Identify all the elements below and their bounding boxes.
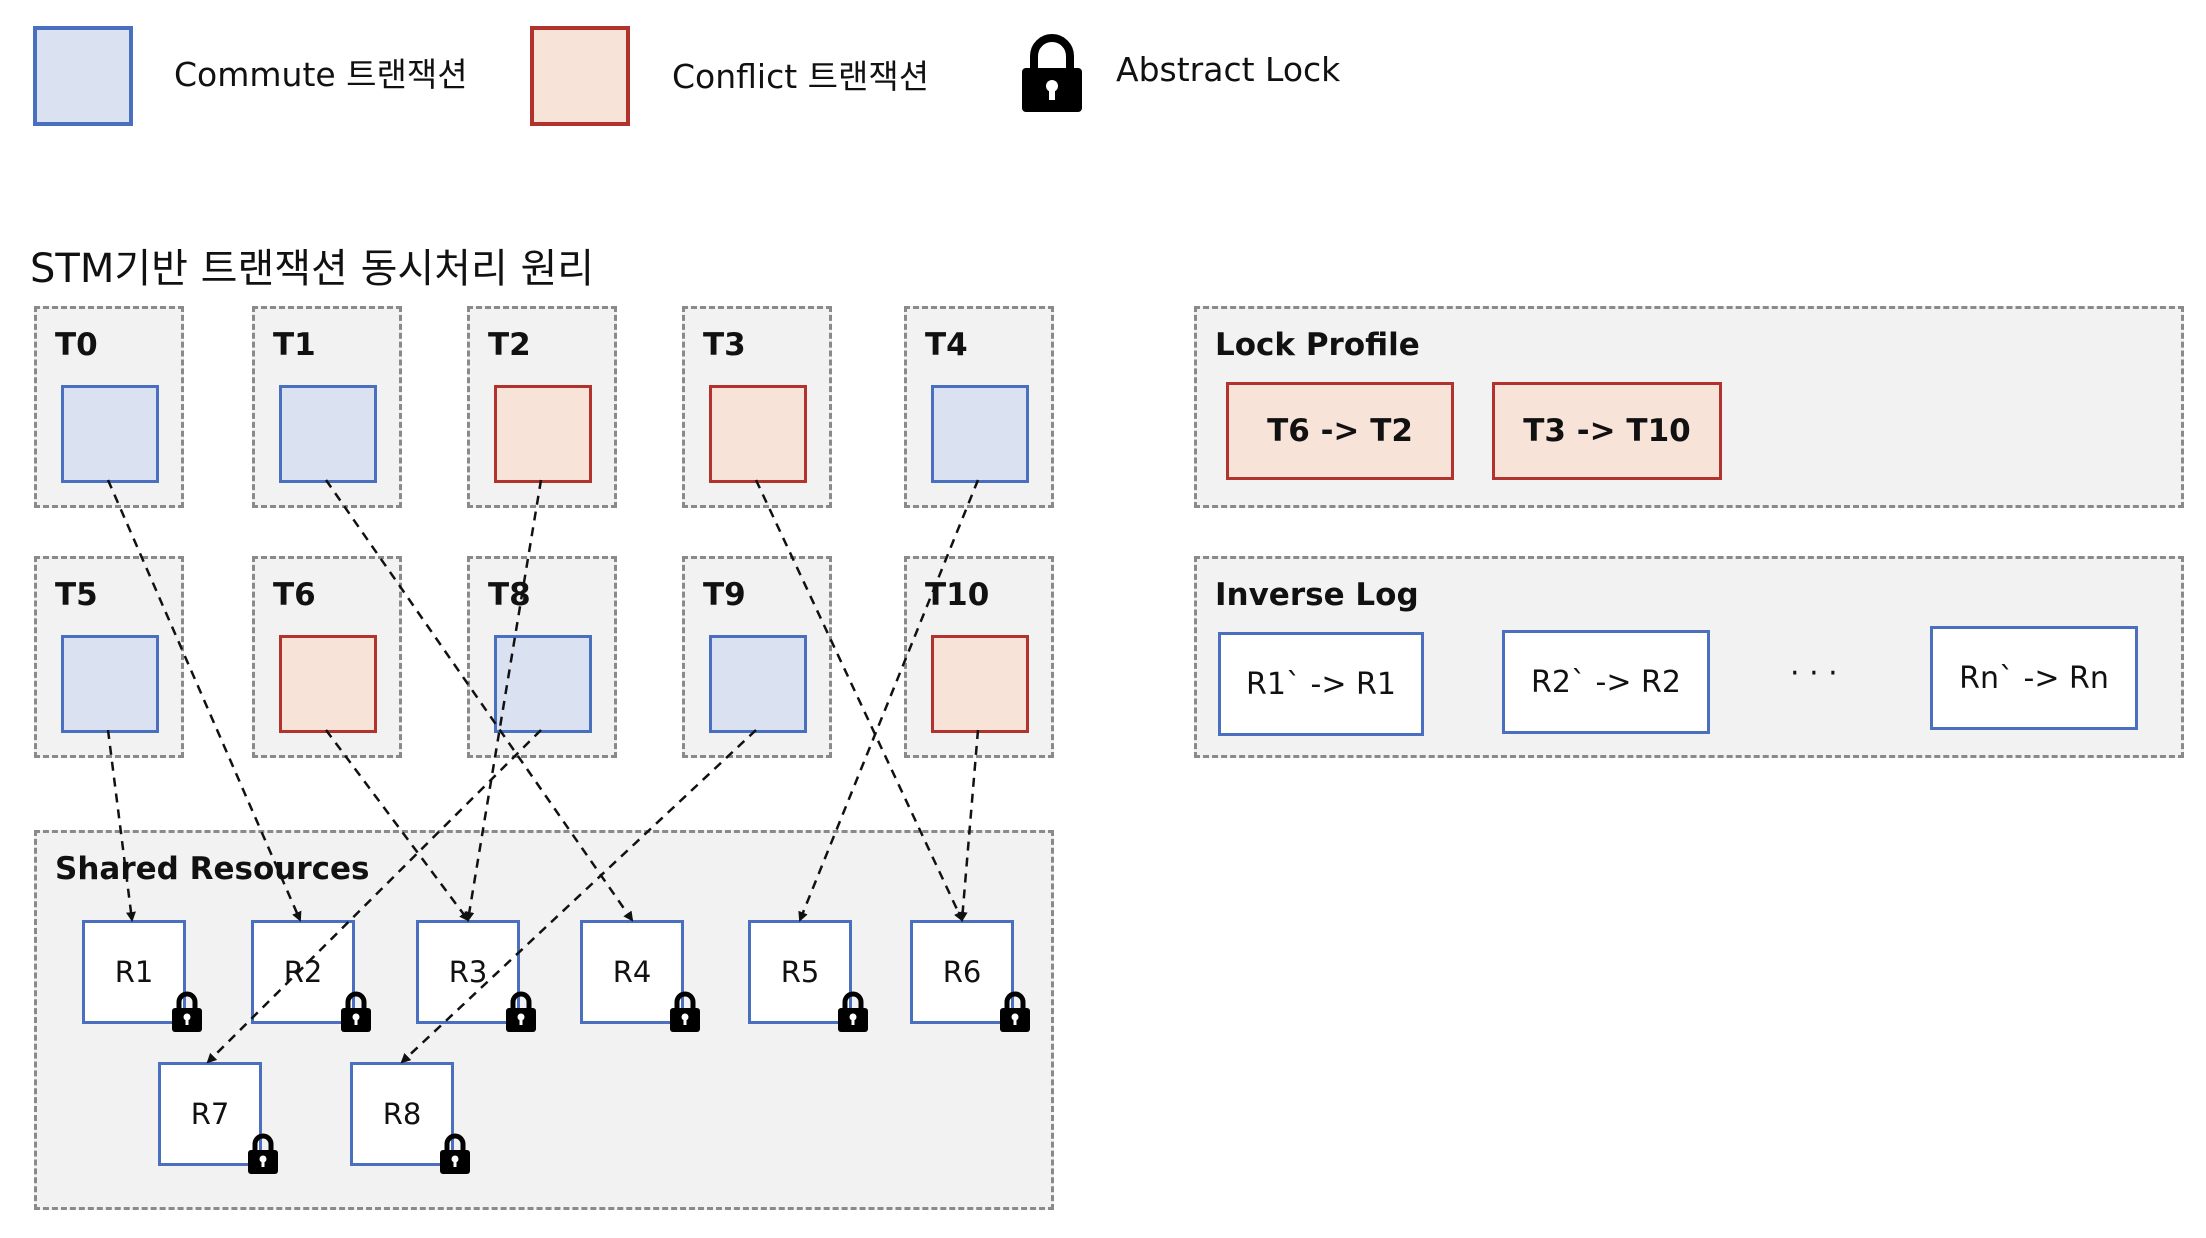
transaction-label: T8 — [488, 577, 531, 613]
commute-square — [494, 635, 592, 733]
inverse-log-ellipsis: · · · — [1790, 656, 1838, 691]
conflict-square — [709, 385, 807, 483]
legend-lock-label: Abstract Lock — [1116, 50, 1341, 89]
transaction-T0: T0 — [34, 306, 184, 508]
transaction-label: T3 — [703, 327, 746, 363]
transaction-label: T1 — [273, 327, 316, 363]
resource-R3: R3 — [416, 920, 520, 1024]
transaction-label: T2 — [488, 327, 531, 363]
resource-R4: R4 — [580, 920, 684, 1024]
commute-square — [279, 385, 377, 483]
resource-R1: R1 — [82, 920, 186, 1024]
transaction-T8: T8 — [467, 556, 617, 758]
commute-square — [61, 385, 159, 483]
transaction-label: T10 — [925, 577, 990, 613]
transaction-label: T4 — [925, 327, 968, 363]
conflict-square — [494, 385, 592, 483]
legend-conflict-swatch — [530, 26, 630, 126]
transaction-T10: T10 — [904, 556, 1054, 758]
resource-R2: R2 — [251, 920, 355, 1024]
resource-R6: R6 — [910, 920, 1014, 1024]
resource-R5: R5 — [748, 920, 852, 1024]
conflict-square — [279, 635, 377, 733]
inverse-log-item: R1` -> R1 — [1218, 632, 1424, 736]
inverse-log-item: Rn` -> Rn — [1930, 626, 2138, 730]
diagram-title: STM기반 트랜잭션 동시처리 원리 — [30, 246, 595, 292]
commute-square — [61, 635, 159, 733]
transaction-T6: T6 — [252, 556, 402, 758]
transaction-label: T5 — [55, 577, 98, 613]
conflict-square — [931, 635, 1029, 733]
transaction-T9: T9 — [682, 556, 832, 758]
transaction-T1: T1 — [252, 306, 402, 508]
shared-resources-title: Shared Resources — [55, 851, 370, 887]
transaction-label: T6 — [273, 577, 316, 613]
resource-R7: R7 — [158, 1062, 262, 1166]
transaction-T5: T5 — [34, 556, 184, 758]
legend-commute-swatch — [33, 26, 133, 126]
transaction-T3: T3 — [682, 306, 832, 508]
lock-profile-title: Lock Profile — [1215, 327, 1420, 363]
resource-R8: R8 — [350, 1062, 454, 1166]
transaction-label: T0 — [55, 327, 98, 363]
transaction-T4: T4 — [904, 306, 1054, 508]
commute-square — [709, 635, 807, 733]
inverse-log-item: R2` -> R2 — [1502, 630, 1710, 734]
commute-square — [931, 385, 1029, 483]
transaction-T2: T2 — [467, 306, 617, 508]
legend-commute-label: Commute 트랜잭션 — [174, 55, 468, 94]
lock-profile-item: T3 -> T10 — [1492, 382, 1722, 480]
lock-profile-item: T6 -> T2 — [1226, 382, 1454, 480]
lock-icon — [1022, 34, 1082, 112]
transaction-label: T9 — [703, 577, 746, 613]
inverse-log-title: Inverse Log — [1215, 577, 1419, 613]
legend-conflict-label: Conflict 트랜잭션 — [672, 57, 930, 96]
